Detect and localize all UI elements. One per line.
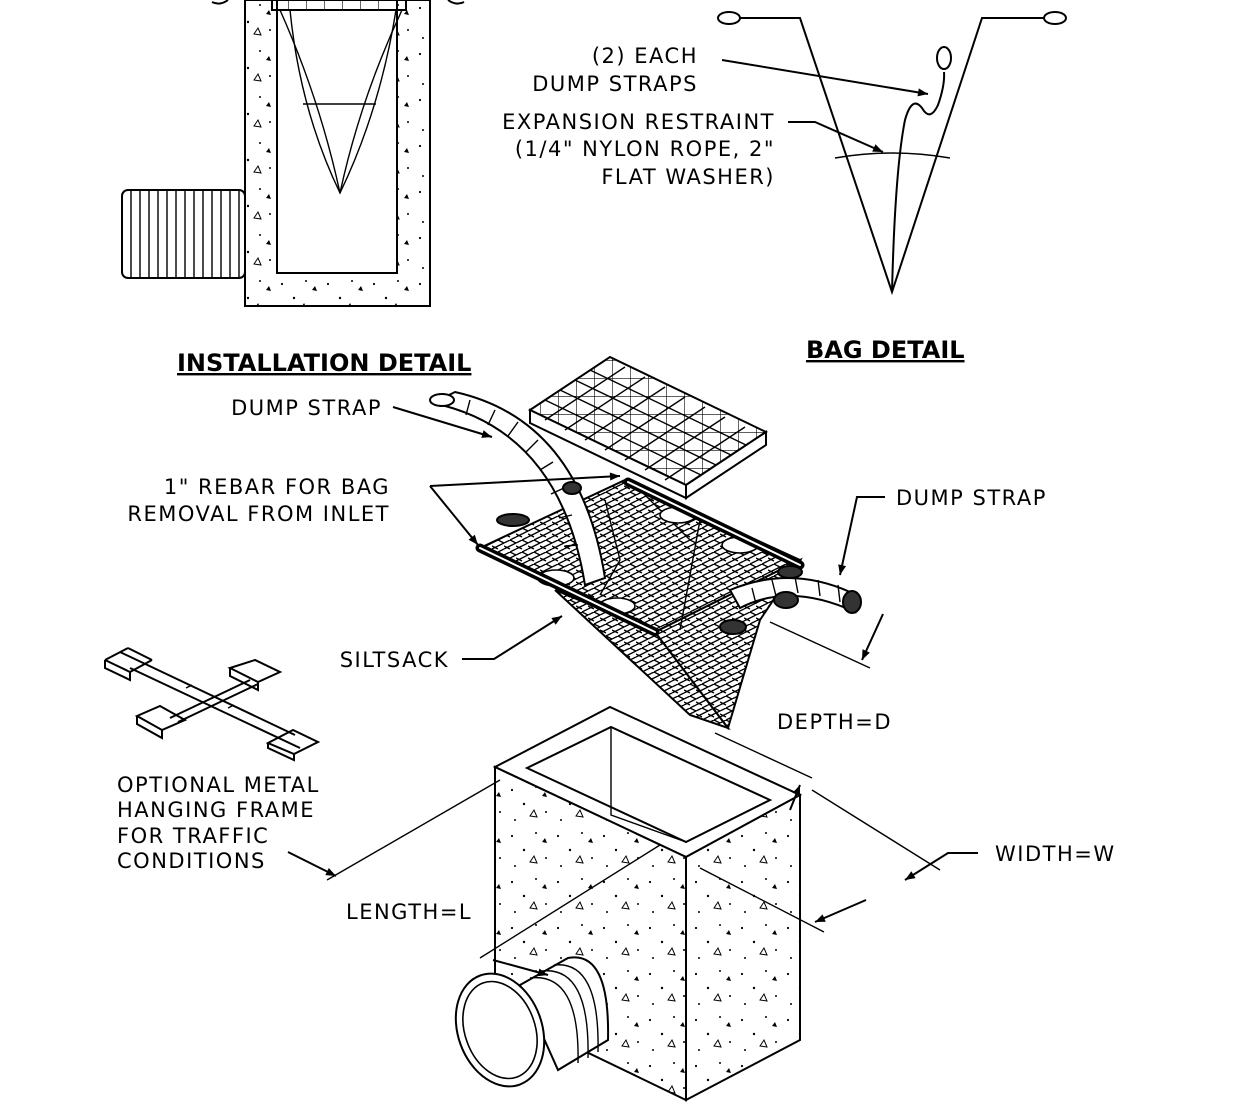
- expansion-restraint-label-line2: (1/4" NYLON ROPE, 2": [515, 137, 775, 161]
- corrugated-pipe: [121, 189, 246, 279]
- frame-label-line2: HANGING FRAME: [117, 798, 315, 822]
- frame-label-line3: FOR TRAFFIC: [117, 824, 269, 848]
- length-label: LENGTH=L: [346, 900, 472, 924]
- dimension-lines: [326, 613, 978, 977]
- leader-arrows: [287, 406, 885, 877]
- dump-straps-label-line2: DUMP STRAPS: [532, 72, 698, 96]
- dump-straps-label-line1: (2) EACH: [592, 44, 698, 68]
- dump-strap-left-label: DUMP STRAP: [231, 396, 382, 420]
- width-label: WIDTH=W: [995, 842, 1116, 866]
- frame-label-line4: CONDITIONS: [117, 849, 266, 873]
- inlet-pipe: [454, 956, 610, 1088]
- rebar-label-line2: REMOVAL FROM INLET: [127, 502, 390, 526]
- frame-label-line1: OPTIONAL METAL: [117, 773, 320, 797]
- concrete-inlet-box: [492, 705, 803, 1102]
- metal-hanging-frame: [104, 647, 321, 762]
- rebar-bars: [475, 477, 805, 637]
- rebar-label-line1: 1" REBAR FOR BAG: [164, 475, 390, 499]
- inlet-grate: [527, 355, 769, 500]
- bag-detail-figure: [717, 11, 1067, 296]
- depth-label: DEPTH=D: [777, 710, 892, 734]
- installation-detail-title: INSTALLATION DETAIL: [177, 349, 471, 377]
- siltsack-label: SILTSACK: [340, 648, 449, 672]
- inlet-section-view: [121, 0, 465, 307]
- expansion-restraint-label-line1: EXPANSION RESTRAINT: [502, 110, 775, 134]
- expansion-restraint-label-line3: FLAT WASHER): [601, 165, 775, 189]
- bag-detail-title: BAG DETAIL: [806, 336, 965, 364]
- dump-strap-right: [719, 565, 862, 635]
- dump-strap-right-label: DUMP STRAP: [896, 486, 1047, 510]
